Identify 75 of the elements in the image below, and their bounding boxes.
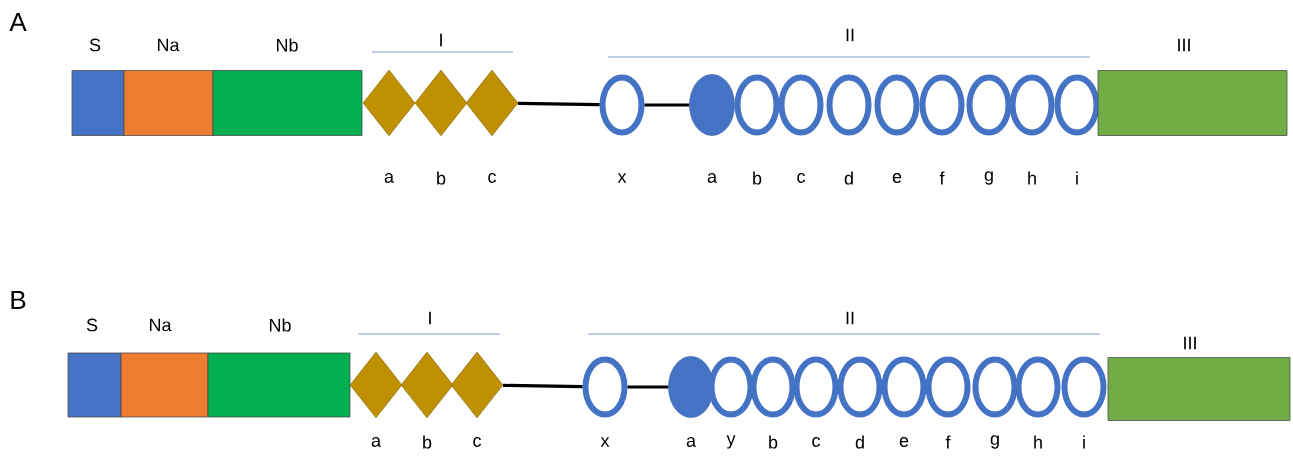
ring-domain: f xyxy=(925,356,971,449)
node-label: b xyxy=(769,435,778,449)
ring-domain: d xyxy=(837,356,883,449)
ring-domain: h xyxy=(1015,356,1061,449)
node-label: a xyxy=(707,173,718,183)
ring-domain: i xyxy=(1054,74,1100,185)
ring-domain: e xyxy=(881,356,927,447)
node-label: III xyxy=(1178,38,1190,52)
node-label: d xyxy=(844,171,853,185)
node-label: f xyxy=(945,435,951,449)
diamond-domain: a xyxy=(362,69,416,183)
domain-box: III xyxy=(1097,38,1288,136)
ring-domain: c xyxy=(793,356,839,447)
domain-box: Na xyxy=(123,38,214,136)
node-label: f xyxy=(939,171,945,185)
node-label: S xyxy=(86,318,98,332)
node-label: III xyxy=(1184,336,1196,350)
ring-domain: d xyxy=(826,74,872,185)
domain-box: S xyxy=(67,318,122,418)
node-label: c xyxy=(488,173,497,183)
node-label: a xyxy=(371,437,382,447)
diamond-domain: a xyxy=(349,351,403,447)
node-label: b xyxy=(423,435,432,449)
linker-line xyxy=(517,101,600,107)
domain-box: Na xyxy=(120,318,209,418)
node-label: y xyxy=(726,435,736,449)
ring-domain: b xyxy=(734,74,780,185)
domain-box: III xyxy=(1107,336,1291,421)
ring-domain: f xyxy=(919,74,965,185)
domain-box: S xyxy=(71,38,125,136)
panel-letter: A xyxy=(9,13,27,31)
node-label: S xyxy=(89,38,101,52)
node-label: c xyxy=(812,437,821,447)
node-label: Nb xyxy=(269,318,291,332)
ring-domain: g xyxy=(966,74,1012,185)
node-label: b xyxy=(437,171,446,185)
node-label: a xyxy=(384,173,395,183)
ring-domain: h xyxy=(1009,74,1055,185)
linker-line xyxy=(502,383,583,389)
node-label: g xyxy=(984,171,993,185)
ring-domain: c xyxy=(778,74,824,183)
node-label: Na xyxy=(157,38,180,52)
node-label: c xyxy=(797,173,806,183)
node-label: h xyxy=(1028,171,1036,185)
ring-domain: g xyxy=(972,356,1018,449)
region-label: II xyxy=(846,28,854,42)
diamond-domain: b xyxy=(414,69,468,185)
node-label: d xyxy=(855,435,864,449)
node-label: x xyxy=(617,173,627,183)
node-label: Nb xyxy=(276,38,298,52)
node-label: x xyxy=(600,437,610,447)
ring-domain: x xyxy=(582,356,628,447)
node-label: h xyxy=(1034,435,1042,449)
linker-line xyxy=(644,103,690,107)
linker-line xyxy=(627,385,669,389)
node-label: Na xyxy=(149,318,172,332)
oval-domain: a xyxy=(689,74,735,183)
node-label: e xyxy=(899,437,909,447)
ring-domain: e xyxy=(874,74,920,183)
node-label: g xyxy=(990,435,999,449)
region-label: I xyxy=(429,311,431,325)
node-label: b xyxy=(753,171,762,185)
ring-domain: i xyxy=(1061,356,1107,449)
diamond-domain: c xyxy=(465,69,519,183)
ring-domain: x xyxy=(599,74,645,183)
region-label: II xyxy=(846,311,854,325)
region-label: I xyxy=(440,33,442,47)
node-label: c xyxy=(473,437,482,447)
node-label: e xyxy=(892,173,902,183)
node-label: i xyxy=(1076,171,1078,185)
domain-box: Nb xyxy=(212,38,363,136)
node-label: a xyxy=(686,437,697,447)
panel-letter: B xyxy=(11,291,26,309)
node-label: i xyxy=(1083,435,1085,449)
domain-box: Nb xyxy=(207,318,351,418)
